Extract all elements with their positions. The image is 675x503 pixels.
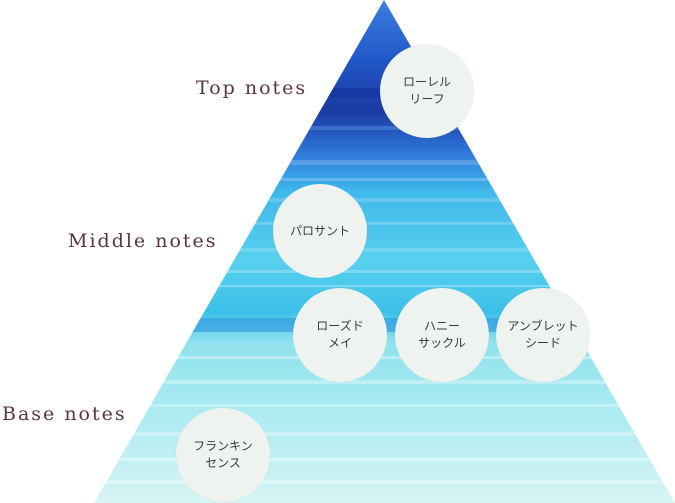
note-honeysuckle-text: ハニー サックル (418, 319, 466, 350)
base-notes-label: Base notes (2, 403, 127, 425)
note-palo-santo-text: パロサント (289, 223, 350, 238)
note-frankincense-text: フランキン センス (193, 439, 253, 470)
note-laurel-leaf-text: ローレル リーフ (402, 75, 451, 106)
note-frankincense: フランキン センス (176, 408, 270, 502)
note-honeysuckle: ハニー サックル (395, 288, 489, 382)
note-laurel-leaf: ローレル リーフ (380, 44, 474, 138)
note-rose-de-mai: ローズド メイ (293, 288, 387, 382)
middle-notes-label: Middle notes (68, 230, 218, 252)
note-palo-santo: パロサント (273, 184, 367, 278)
top-notes-label: Top notes (196, 77, 308, 99)
note-ambrette-seed-text: アンブレット シード (507, 319, 579, 350)
note-rose-de-mai-text: ローズド メイ (316, 319, 364, 350)
note-ambrette-seed: アンブレット シード (496, 288, 590, 382)
